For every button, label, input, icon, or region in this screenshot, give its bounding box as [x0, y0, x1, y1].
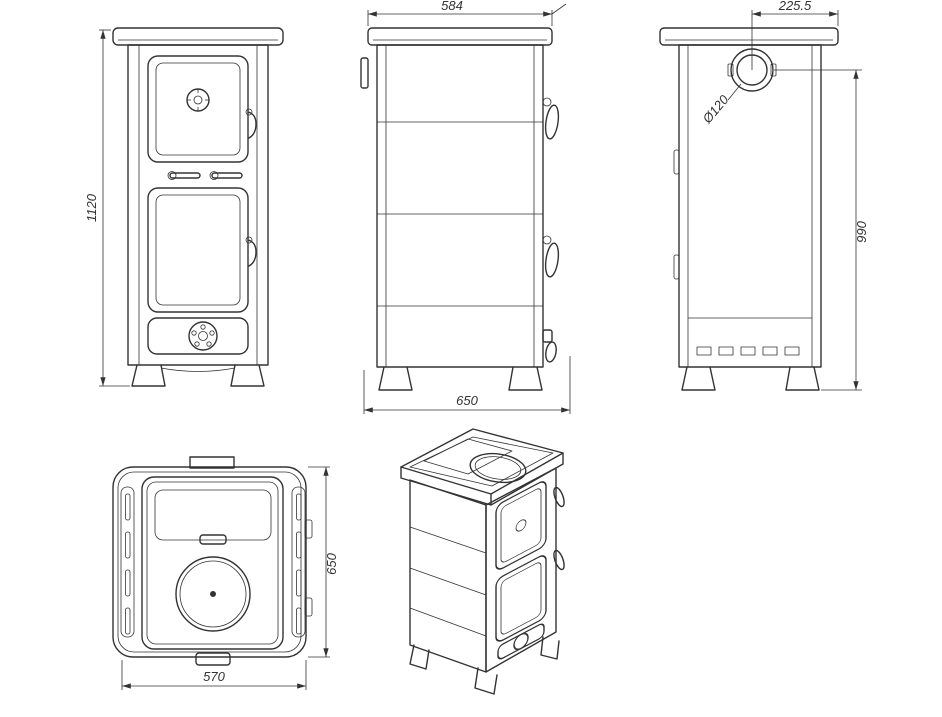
- dimension-label-top-depth: 650: [324, 552, 339, 574]
- dimension-label-front-height: 1120: [84, 193, 99, 222]
- back-right-foot: [785, 366, 820, 391]
- side-back-foot: [508, 366, 543, 391]
- top-plate-outline: [112, 466, 307, 658]
- back-hinge-lower: [673, 254, 680, 280]
- dimension-flue-diameter: Ø120: [699, 83, 742, 127]
- iso-door-vent: [515, 519, 527, 532]
- top-view: [112, 456, 313, 666]
- dimension-label-back-flue-offset: 225.5: [778, 0, 812, 13]
- dimension-top-depth: 650: [308, 466, 339, 658]
- lower-door-handle: [247, 239, 257, 267]
- side-view: [360, 27, 560, 391]
- front-left-foot: [131, 364, 166, 387]
- dimension-top-width: 570: [121, 660, 307, 690]
- side-front-foot: [378, 366, 413, 391]
- iso-left-panel: [409, 479, 487, 673]
- back-vents: [688, 317, 812, 356]
- dimension-front-height: 1120: [84, 29, 130, 387]
- dimension-back-height: 990: [774, 69, 869, 391]
- front-body: [127, 44, 269, 366]
- door-rosette-vent: [186, 88, 210, 112]
- front-right-foot: [230, 364, 265, 387]
- iso-handle-lower: [553, 549, 565, 571]
- side-top-plate: [367, 27, 553, 46]
- dimension-side-bottom-depth: 650: [363, 356, 571, 414]
- lower-door: [147, 187, 249, 313]
- top-hinge-upper: [304, 519, 313, 539]
- iso-hotplate-rect: [423, 438, 513, 475]
- iso-lower-door: [495, 555, 547, 642]
- back-top-plate: [659, 27, 839, 46]
- iso-upper-door: [495, 481, 547, 570]
- hotplate-rect: [154, 489, 272, 541]
- dimension-side-top-width: 584: [367, 0, 567, 26]
- side-damper-lever: [360, 57, 369, 89]
- dimension-label-flue-diameter: Ø120: [699, 92, 732, 127]
- ash-drawer-valve: [188, 321, 218, 351]
- dimension-label-back-height: 990: [854, 220, 869, 242]
- front-handle: [195, 652, 231, 666]
- iso-ash-drawer: [497, 623, 545, 660]
- back-left-foot: [681, 366, 716, 391]
- iso-foot-front: [474, 667, 498, 695]
- iso-handle-upper: [553, 486, 565, 508]
- dimension-label-side-top-width: 584: [441, 0, 463, 13]
- front-top-plate: [112, 27, 284, 46]
- cooking-plate: [141, 476, 284, 650]
- side-latch: [542, 329, 557, 363]
- side-upper-handle: [542, 97, 560, 140]
- dimension-label-top-width: 570: [203, 669, 225, 684]
- upper-door-inner: [155, 62, 241, 156]
- back-view: [659, 27, 839, 391]
- dimension-label-side-bottom-depth: 650: [456, 393, 478, 408]
- front-view: [112, 27, 284, 387]
- iso-foot-right: [540, 636, 560, 660]
- top-rail-left: [120, 486, 135, 638]
- side-body: [376, 44, 544, 368]
- damper-levers: [167, 171, 243, 180]
- base-skirt: [160, 367, 236, 372]
- top-rail-right: [291, 486, 306, 638]
- iso-ash-valve: [513, 632, 529, 651]
- top-hinge-lower: [304, 597, 313, 617]
- top-back-tab: [189, 456, 235, 469]
- hotplate-handle: [199, 534, 227, 545]
- isometric-view: [400, 428, 565, 695]
- lower-door-inner: [155, 194, 241, 306]
- back-body: [678, 44, 822, 368]
- burner-ring: [175, 556, 251, 632]
- iso-foot-left: [409, 644, 430, 670]
- iso-front-panel: [485, 467, 557, 673]
- side-lower-handle: [542, 235, 560, 278]
- back-hinge-upper: [673, 149, 680, 175]
- ash-drawer: [147, 317, 249, 355]
- dimension-back-flue-offset: 225.5: [751, 0, 839, 70]
- iso-burner-ring: [469, 452, 527, 484]
- upper-door-handle: [247, 111, 257, 139]
